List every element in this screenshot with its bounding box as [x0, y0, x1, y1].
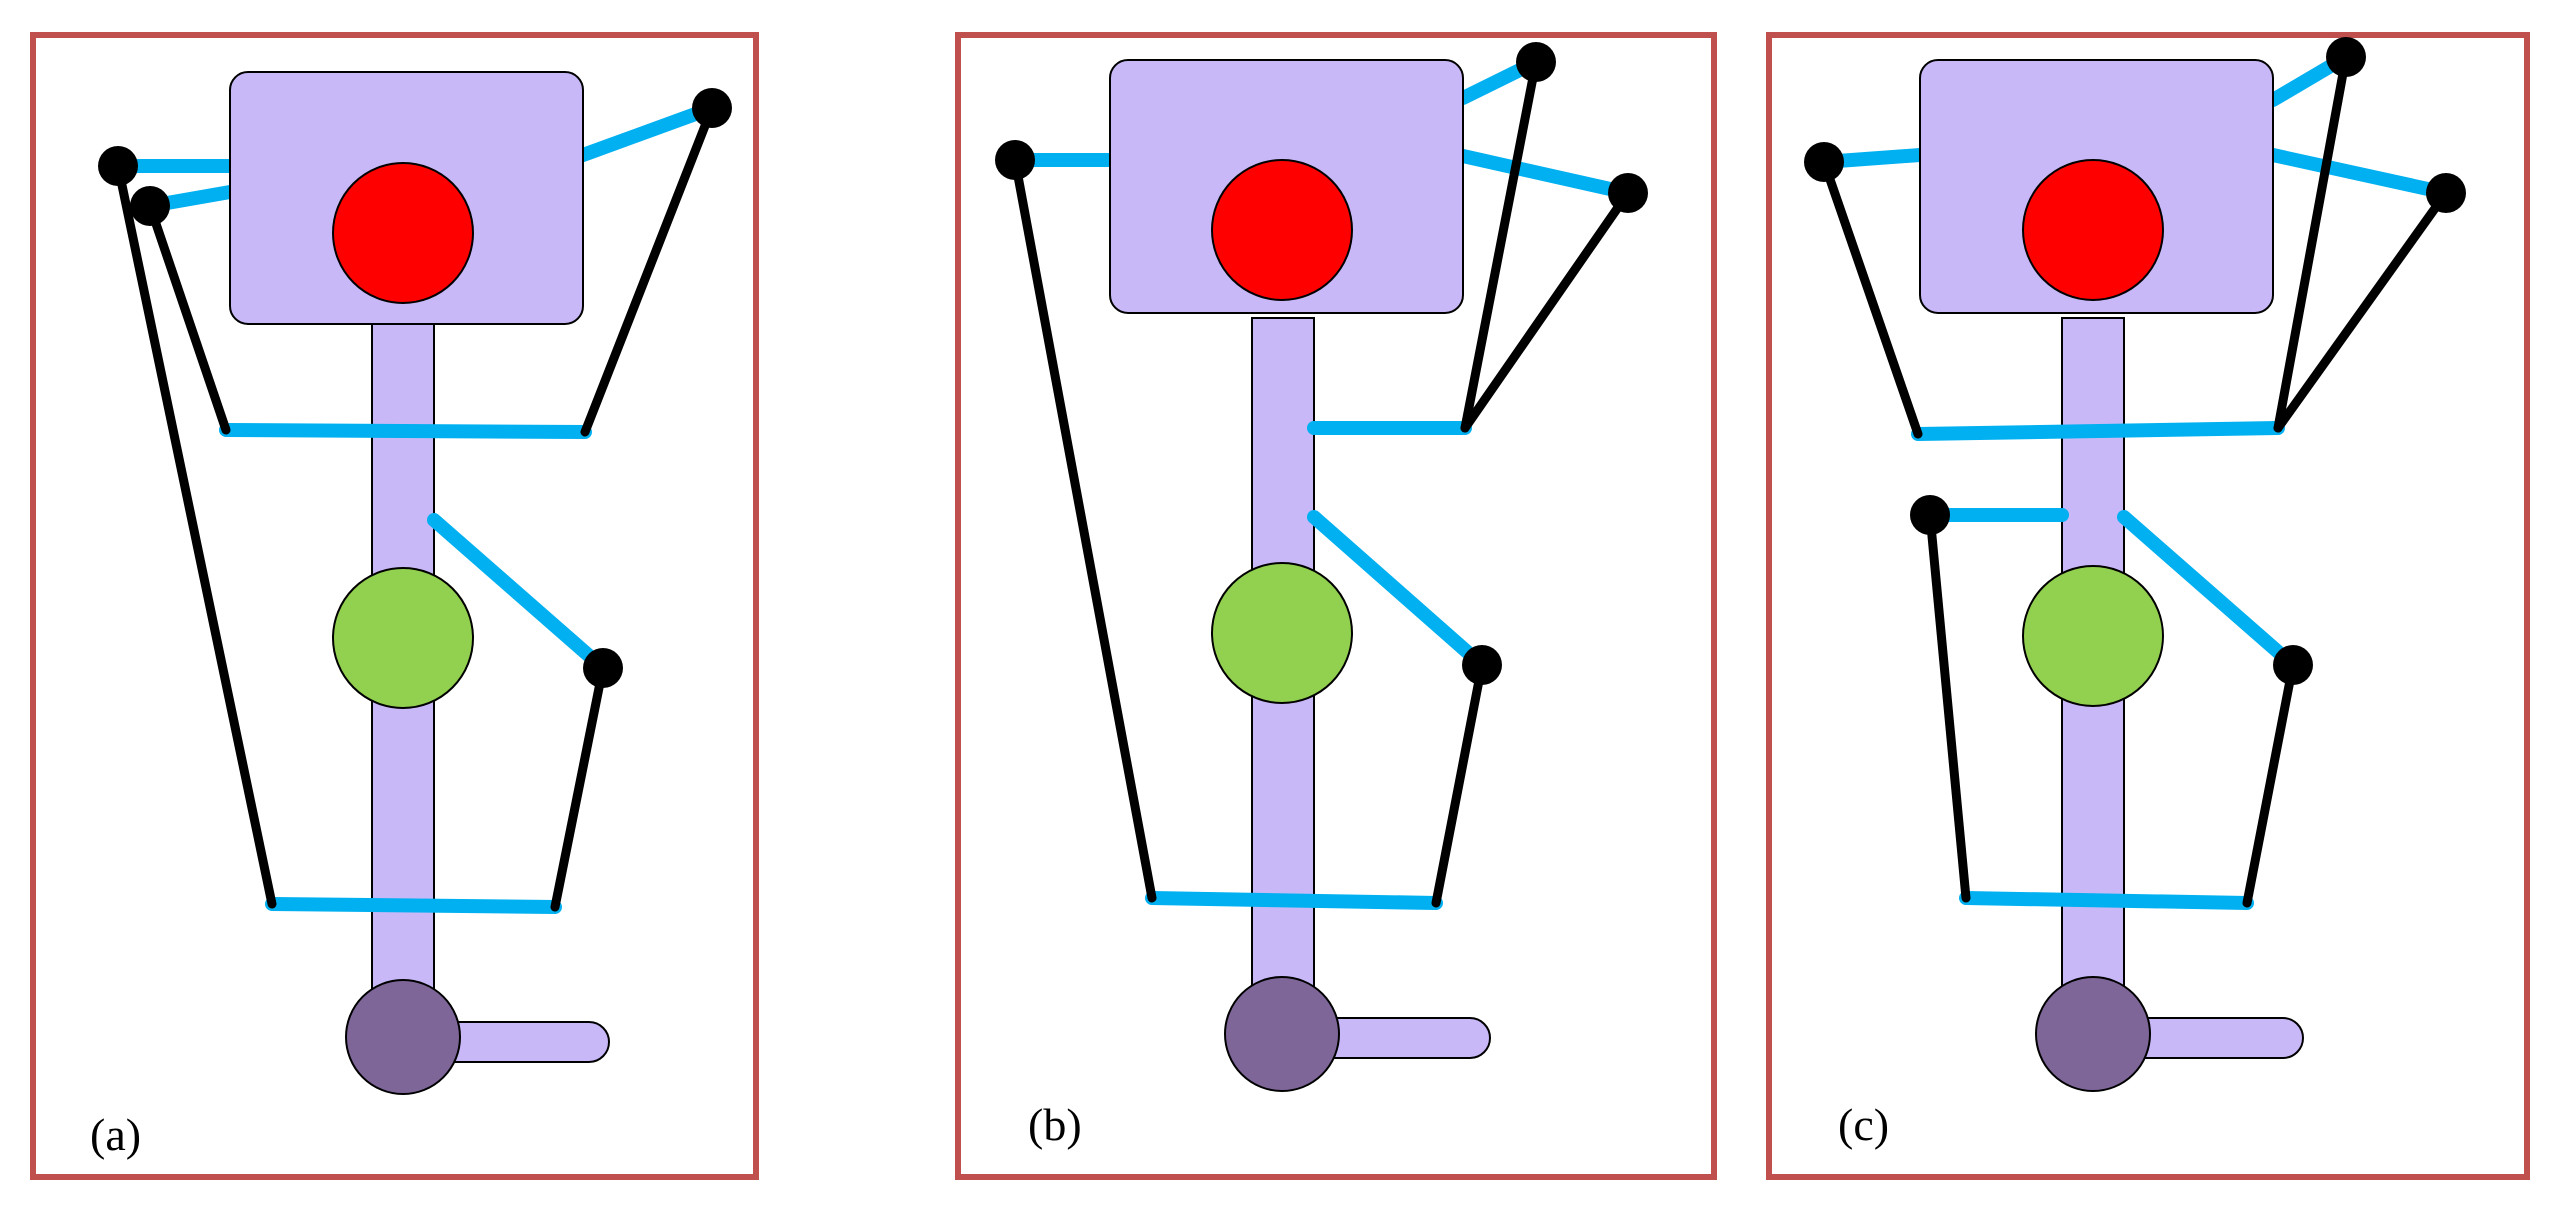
link [2242, 660, 2298, 908]
cable [427, 513, 610, 675]
panel-label: (b) [1028, 1099, 1082, 1150]
bottom-joint [345, 979, 461, 1095]
node [2326, 37, 2366, 77]
bottom-joint [1224, 976, 1340, 1092]
top-joint [332, 162, 474, 304]
node [1910, 495, 1950, 535]
link [1460, 188, 1633, 433]
cable [1911, 421, 2285, 441]
cable [1456, 149, 1635, 200]
cable [2117, 510, 2300, 672]
cable [1307, 510, 1489, 672]
link [1819, 157, 1923, 439]
cable [576, 101, 719, 162]
middle-joint [2022, 565, 2164, 707]
panel-c: (c) [1766, 32, 2530, 1180]
node [692, 88, 732, 128]
panel-b: (b) [955, 32, 1717, 1180]
top-joint [1211, 159, 1353, 301]
link [2273, 52, 2351, 433]
link [1010, 155, 1157, 903]
link [1925, 510, 1971, 903]
cable [219, 423, 592, 439]
bottom-joint [2035, 976, 2151, 1092]
link [550, 663, 608, 912]
node [130, 186, 170, 226]
panel-frame [30, 32, 759, 1180]
link [113, 161, 277, 909]
node [1462, 645, 1502, 685]
node [1804, 142, 1844, 182]
cable [2266, 148, 2453, 200]
link [1460, 57, 1541, 433]
link [580, 103, 717, 437]
node [583, 648, 623, 688]
cable [1145, 891, 1443, 910]
middle-joint [1211, 562, 1353, 704]
panel-a: (a) [30, 32, 759, 1180]
link [1431, 660, 1487, 908]
node [2426, 173, 2466, 213]
panel-frame [955, 32, 1717, 1180]
node [1516, 42, 1556, 82]
cable [265, 897, 562, 914]
link [145, 201, 231, 435]
top-joint [2022, 159, 2164, 301]
middle-joint [332, 567, 474, 709]
node [2273, 645, 2313, 685]
panel-label: (c) [1838, 1099, 1889, 1150]
node [995, 140, 1035, 180]
panel-frame [1766, 32, 2530, 1180]
node [98, 146, 138, 186]
link [2273, 188, 2451, 433]
node [1608, 173, 1648, 213]
panel-label: (a) [90, 1109, 141, 1160]
cable [1959, 891, 2254, 910]
